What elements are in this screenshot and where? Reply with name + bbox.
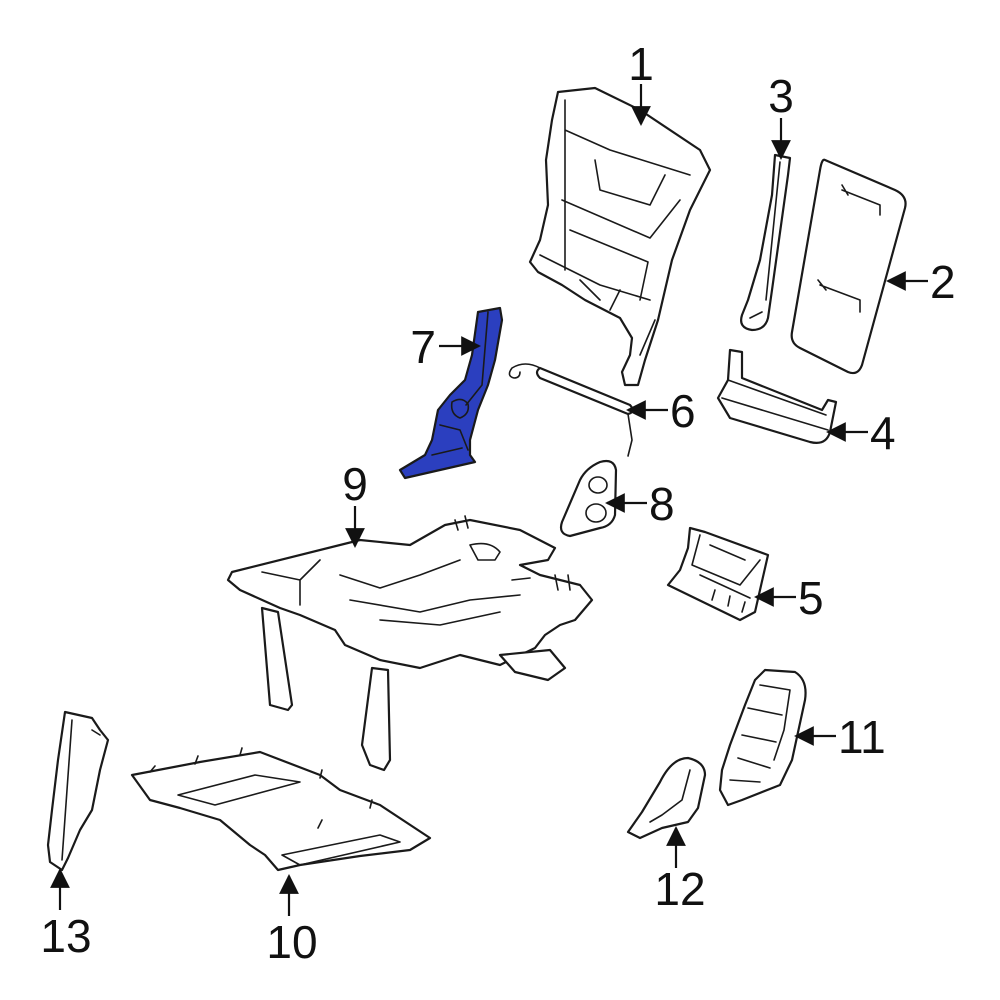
callout-number-6: 6 xyxy=(670,385,696,437)
part-10-floor-panel[interactable] xyxy=(130,747,432,872)
part-13-side-panel[interactable] xyxy=(46,710,110,872)
callout-number-2: 2 xyxy=(930,256,956,308)
part-3-release-cable[interactable] xyxy=(740,153,792,332)
part-2-seat-back-pad[interactable] xyxy=(790,158,907,375)
part-4-bracket[interactable] xyxy=(716,348,838,444)
callout-number-13: 13 xyxy=(40,910,91,962)
callout-number-10: 10 xyxy=(266,916,317,968)
part-5-shield[interactable] xyxy=(666,526,770,622)
part-1-seat-back-frame[interactable] xyxy=(528,86,712,387)
part-12-end-cap[interactable] xyxy=(626,756,707,840)
callout-number-9: 9 xyxy=(342,458,368,510)
callout-number-11: 11 xyxy=(838,711,886,763)
callout-number-3: 3 xyxy=(768,70,794,122)
callout-number-8: 8 xyxy=(649,478,675,530)
part-6-rod[interactable] xyxy=(508,363,634,457)
callout-number-7: 7 xyxy=(410,321,436,373)
callout-number-5: 5 xyxy=(798,572,824,624)
callout-number-12: 12 xyxy=(654,863,705,915)
part-11-side-trim[interactable] xyxy=(718,668,807,807)
callout-number-4: 4 xyxy=(870,407,896,459)
callout-number-1: 1 xyxy=(628,38,654,90)
part-8-trim-piece[interactable] xyxy=(559,459,618,538)
part-9-seat-frame[interactable] xyxy=(226,515,594,772)
